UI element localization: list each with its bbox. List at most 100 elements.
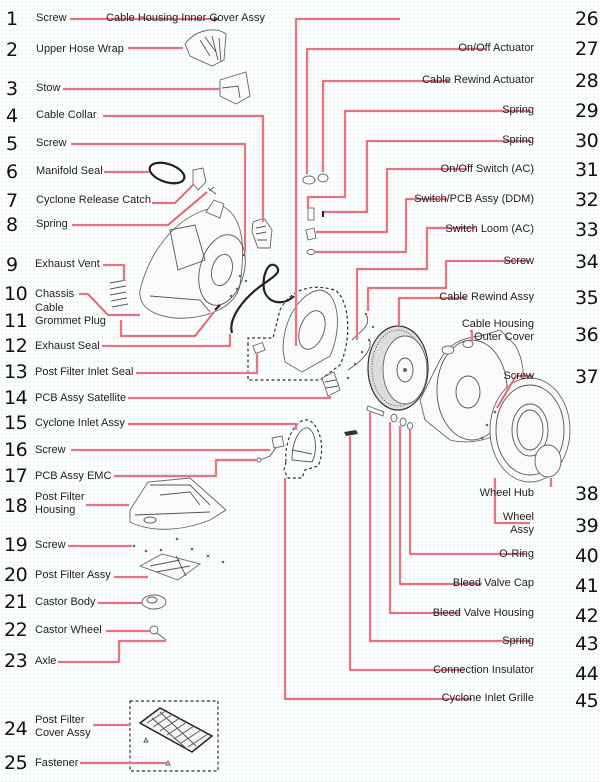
part-cable-grommet-plug bbox=[214, 304, 221, 311]
part-number-16: 16 bbox=[4, 439, 28, 461]
leader-26 bbox=[295, 18, 400, 346]
leader-32 bbox=[315, 198, 447, 253]
part-number-1: 1 bbox=[6, 8, 18, 30]
part-label-on-off-actuator[interactable]: On/Off Actuator bbox=[458, 42, 534, 54]
part-label-castor-body[interactable]: Castor Body bbox=[35, 596, 96, 608]
part-label-spring-43[interactable]: Spring bbox=[502, 635, 534, 647]
leader-45 bbox=[284, 478, 472, 700]
part-number-4: 4 bbox=[6, 105, 18, 127]
part-label-post-filter-cover-assy-line2[interactable]: Cover Assy bbox=[35, 727, 91, 739]
part-label-pcb-assy-emc[interactable]: PCB Assy EMC bbox=[35, 470, 112, 482]
part-number-8: 8 bbox=[6, 214, 18, 236]
part-label-spring-8[interactable]: Spring bbox=[36, 218, 68, 230]
part-label-screw-19[interactable]: Screw bbox=[35, 539, 66, 551]
part-number-30: 30 bbox=[575, 130, 599, 152]
part-label-post-filter-cover-assy-line1[interactable]: Post Filter bbox=[35, 714, 85, 726]
part-number-36: 36 bbox=[575, 324, 599, 346]
part-label-manifold-seal[interactable]: Manifold Seal bbox=[36, 165, 103, 177]
part-number-18: 18 bbox=[4, 495, 28, 517]
part-label-post-filter-housing-line1[interactable]: Post Filter bbox=[35, 491, 85, 503]
part-label-exhaust-seal[interactable]: Exhaust Seal bbox=[35, 340, 100, 352]
part-cyclone-release-catch bbox=[192, 167, 207, 191]
part-label-cyclone-inlet-assy[interactable]: Cyclone Inlet Assy bbox=[35, 417, 125, 429]
part-number-5: 5 bbox=[6, 133, 18, 155]
leader-7-halo bbox=[152, 183, 195, 205]
part-label-cable-rewind-actuator[interactable]: Cable Rewind Actuator bbox=[422, 74, 534, 86]
part-label-chassis[interactable]: Chassis bbox=[35, 288, 75, 300]
part-label-cyclone-inlet-grille[interactable]: Cyclone Inlet Grille bbox=[441, 692, 534, 704]
part-number-34: 34 bbox=[575, 251, 599, 273]
part-label-o-ring[interactable]: O-Ring bbox=[499, 548, 534, 560]
part-label-screw-5[interactable]: Screw bbox=[36, 137, 67, 149]
part-label-pcb-assy-satellite[interactable]: PCB Assy Satellite bbox=[35, 392, 127, 404]
part-label-spring-30[interactable]: Spring bbox=[502, 134, 534, 146]
part-label-spring-29[interactable]: Spring bbox=[502, 104, 534, 116]
leader-39 bbox=[494, 478, 530, 524]
leader-13 bbox=[136, 354, 258, 374]
part-label-screw-1[interactable]: Screw bbox=[36, 12, 67, 24]
part-label-switch-pcb-assy-ddm[interactable]: Switch/PCB Assy (DDM) bbox=[414, 193, 534, 205]
leader-9-halo bbox=[103, 263, 126, 281]
part-upper-hose-wrap bbox=[184, 29, 227, 67]
part-label-exhaust-vent[interactable]: Exhaust Vent bbox=[35, 258, 100, 270]
part-label-connection-insulator[interactable]: Connection Insulator bbox=[433, 664, 534, 676]
part-label-wheel-assy-line2[interactable]: Assy bbox=[510, 524, 534, 536]
post-filter-cover-group-box bbox=[129, 700, 219, 772]
part-label-cable-collar[interactable]: Cable Collar bbox=[36, 109, 97, 121]
part-number-43: 43 bbox=[575, 633, 599, 655]
part-number-32: 32 bbox=[575, 189, 599, 211]
leader-28-halo bbox=[321, 79, 450, 172]
part-label-post-filter-assy[interactable]: Post Filter Assy bbox=[35, 569, 111, 581]
part-number-40: 40 bbox=[575, 545, 599, 567]
leader-14 bbox=[128, 396, 331, 399]
leader-29 bbox=[307, 110, 531, 208]
part-number-3: 3 bbox=[6, 78, 18, 100]
leader-13-halo bbox=[136, 354, 259, 375]
part-label-upper-hose-wrap[interactable]: Upper Hose Wrap bbox=[36, 43, 124, 55]
part-label-axle[interactable]: Axle bbox=[35, 655, 57, 667]
part-label-fastener[interactable]: Fastener bbox=[35, 757, 79, 769]
leader-35 bbox=[398, 297, 466, 326]
part-label-cable-grommet-plug-line2[interactable]: Grommet Plug bbox=[35, 315, 106, 327]
part-label-cable-housing-inner-cover-assy[interactable]: Cable Housing Inner Cover Assy bbox=[106, 12, 265, 24]
leader-7 bbox=[152, 183, 195, 204]
part-label-on-off-switch-ac[interactable]: On/Off Switch (AC) bbox=[440, 163, 534, 175]
part-number-42: 42 bbox=[575, 605, 599, 627]
part-label-cyclone-release-catch[interactable]: Cyclone Release Catch bbox=[36, 194, 151, 206]
part-label-bleed-valve-housing[interactable]: Bleed Valve Housing bbox=[432, 607, 534, 619]
part-number-13: 13 bbox=[4, 361, 28, 383]
part-label-switch-loom-ac[interactable]: Switch Loom (AC) bbox=[445, 223, 534, 235]
part-label-cable-rewind-assy[interactable]: Cable Rewind Assy bbox=[439, 291, 534, 303]
part-number-35: 35 bbox=[575, 287, 599, 309]
part-label-screw-34[interactable]: Screw bbox=[503, 255, 534, 267]
part-pcb-assy-emc bbox=[256, 435, 285, 463]
part-screws-34 bbox=[346, 312, 375, 380]
leader-lines bbox=[58, 16, 553, 765]
part-number-14: 14 bbox=[4, 387, 28, 409]
part-label-castor-wheel[interactable]: Castor Wheel bbox=[35, 624, 102, 636]
part-label-post-filter-housing-line2[interactable]: Housing bbox=[35, 504, 76, 516]
part-label-wheel-hub[interactable]: Wheel Hub bbox=[479, 487, 534, 499]
part-pcb-assy-satellite bbox=[321, 371, 341, 397]
part-label-wheel-assy-line1[interactable]: Wheel bbox=[502, 511, 534, 523]
part-post-filter-cover-assy bbox=[138, 707, 214, 753]
part-label-stow[interactable]: Stow bbox=[36, 82, 61, 94]
leader-41 bbox=[399, 426, 482, 585]
part-label-cable-housing-outer-cover-line1[interactable]: Cable Housing bbox=[461, 318, 534, 330]
part-label-screw-16[interactable]: Screw bbox=[35, 444, 66, 456]
part-connection-insulator bbox=[344, 430, 358, 436]
part-number-2: 2 bbox=[6, 39, 18, 61]
part-number-12: 12 bbox=[4, 335, 28, 357]
part-screws-37 bbox=[480, 410, 497, 440]
part-label-screw-37[interactable]: Screw bbox=[503, 370, 534, 382]
part-label-cable-grommet-plug-line1[interactable]: Cable bbox=[35, 302, 64, 314]
part-number-31: 31 bbox=[575, 159, 599, 181]
part-label-bleed-valve-cap[interactable]: Bleed Valve Cap bbox=[452, 577, 534, 589]
part-label-post-filter-inlet-seal[interactable]: Post Filter Inlet Seal bbox=[35, 366, 134, 378]
part-label-cable-housing-outer-cover-line2[interactable]: Outer Cover bbox=[474, 331, 534, 343]
part-stow bbox=[219, 71, 251, 105]
part-number-29: 29 bbox=[575, 100, 599, 122]
part-post-filter-housing bbox=[129, 477, 227, 530]
leader-10-halo bbox=[79, 292, 140, 317]
